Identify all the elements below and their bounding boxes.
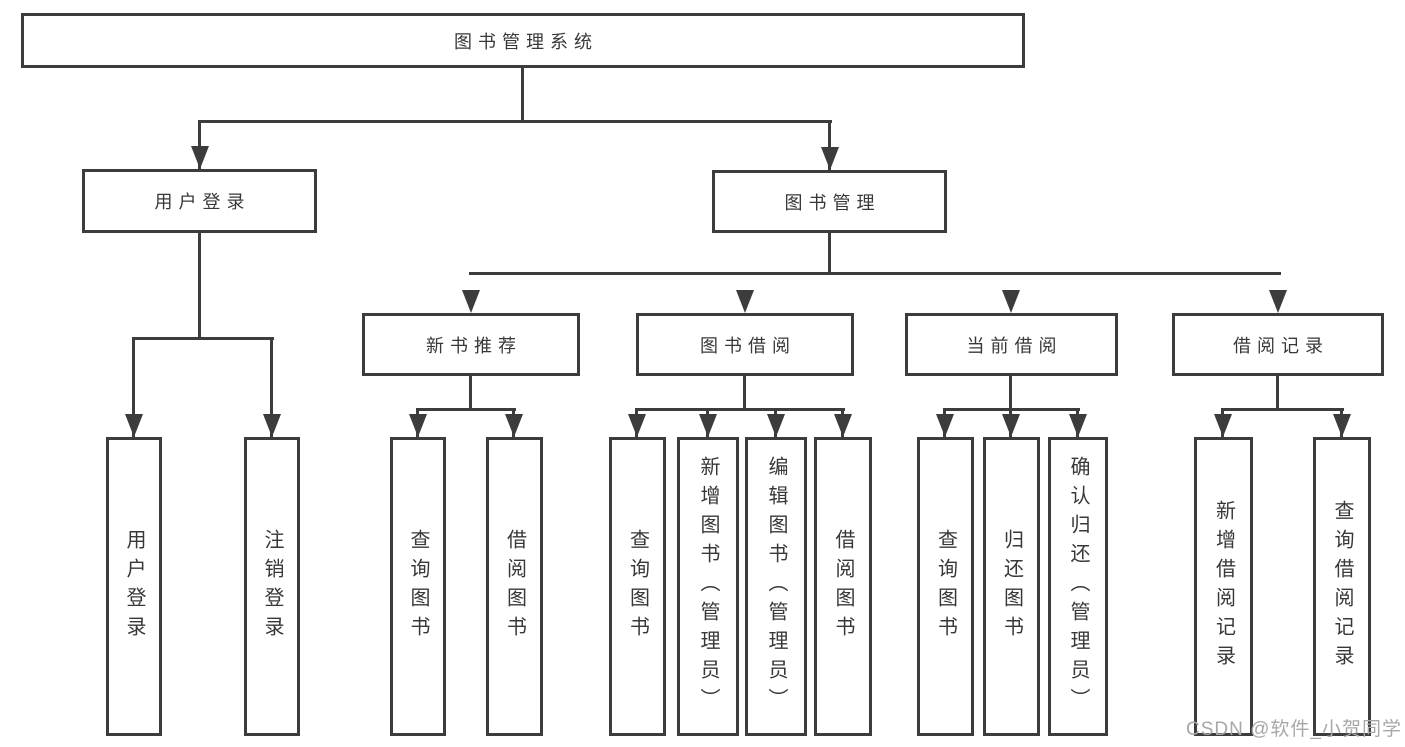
leaf-user-login: 用户登录 xyxy=(106,437,162,736)
leaf-confirm-return-admin: 确认归还（管理员） xyxy=(1048,437,1108,736)
node-book-borrowing: 图书借阅 xyxy=(636,313,854,376)
leaf-borrowing-borrow-book: 借阅图书 xyxy=(814,437,872,736)
node-book-borrowing-label: 图书借阅 xyxy=(700,335,796,356)
arrowhead-down xyxy=(736,290,754,313)
arrowhead-down xyxy=(699,414,717,437)
connector-recommend-split xyxy=(416,408,516,411)
connector-book-management-drop xyxy=(828,233,831,275)
arrowhead-down xyxy=(1069,414,1087,437)
node-book-management-label: 图书管理 xyxy=(784,192,881,213)
node-root: 图书管理系统 xyxy=(21,13,1025,68)
node-current-borrowing: 当前借阅 xyxy=(905,313,1118,376)
connector-user-login-split xyxy=(132,337,274,340)
leaf-recommend-borrow-book: 借阅图书 xyxy=(486,437,543,736)
connector-book-management-split xyxy=(469,272,1281,275)
leaf-current-query-book: 查询图书 xyxy=(917,437,974,736)
connector-records-split xyxy=(1221,408,1344,411)
node-borrowing-records-label: 借阅记录 xyxy=(1233,335,1329,356)
arrowhead-down xyxy=(628,414,646,437)
node-new-book-recommendation-label: 新书推荐 xyxy=(426,335,522,356)
arrowhead-down xyxy=(1002,414,1020,437)
connector-current-split xyxy=(943,408,1080,411)
arrowhead-down xyxy=(821,147,839,170)
connector-records-drop xyxy=(1276,376,1279,411)
connector-stem-leaf-logout xyxy=(270,337,273,437)
node-root-label: 图书管理系统 xyxy=(454,31,598,52)
connector-stem-user-login xyxy=(198,120,201,169)
arrowhead-down xyxy=(1269,290,1287,313)
arrowhead-down xyxy=(191,146,209,169)
leaf-logout: 注销登录 xyxy=(244,437,300,736)
node-user-login-label: 用户登录 xyxy=(154,192,251,212)
arrowhead-down xyxy=(462,290,480,313)
leaf-query-borrow-record: 查询借阅记录 xyxy=(1313,437,1371,736)
node-borrowing-records: 借阅记录 xyxy=(1172,313,1384,376)
arrowhead-down xyxy=(505,414,523,437)
connector-user-login-drop xyxy=(198,233,201,340)
arrowhead-down xyxy=(767,414,785,437)
arrowhead-down xyxy=(1333,414,1351,437)
arrowhead-down xyxy=(409,414,427,437)
connector-current-drop xyxy=(1009,376,1012,411)
node-user-login: 用户登录 xyxy=(82,169,317,233)
arrowhead-down xyxy=(263,414,281,437)
connector-stem-leaf-user-login xyxy=(132,337,135,437)
arrowhead-down xyxy=(125,414,143,437)
arrowhead-down xyxy=(936,414,954,437)
connector-stem-book-management xyxy=(828,120,831,170)
connector-recommend-drop xyxy=(469,376,472,411)
leaf-recommend-query-book: 查询图书 xyxy=(390,437,446,736)
arrowhead-down xyxy=(1002,290,1020,313)
connector-borrowing-drop xyxy=(743,376,746,411)
connector-root-drop xyxy=(521,68,524,123)
connector-borrowing-split xyxy=(635,408,845,411)
node-new-book-recommendation: 新书推荐 xyxy=(362,313,580,376)
leaf-add-book-admin: 新增图书（管理员） xyxy=(677,437,739,736)
leaf-add-borrow-record: 新增借阅记录 xyxy=(1194,437,1253,736)
connector-root-split xyxy=(198,120,832,123)
node-current-borrowing-label: 当前借阅 xyxy=(966,335,1063,356)
leaf-return-book: 归还图书 xyxy=(983,437,1040,736)
arrowhead-down xyxy=(834,414,852,437)
csdn-watermark: CSDN @软件_小贺同学 xyxy=(1186,719,1402,740)
arrowhead-down xyxy=(1214,414,1232,437)
leaf-edit-book-admin: 编辑图书（管理员） xyxy=(745,437,807,736)
node-book-management: 图书管理 xyxy=(712,170,947,233)
leaf-borrowing-query-book: 查询图书 xyxy=(609,437,666,736)
